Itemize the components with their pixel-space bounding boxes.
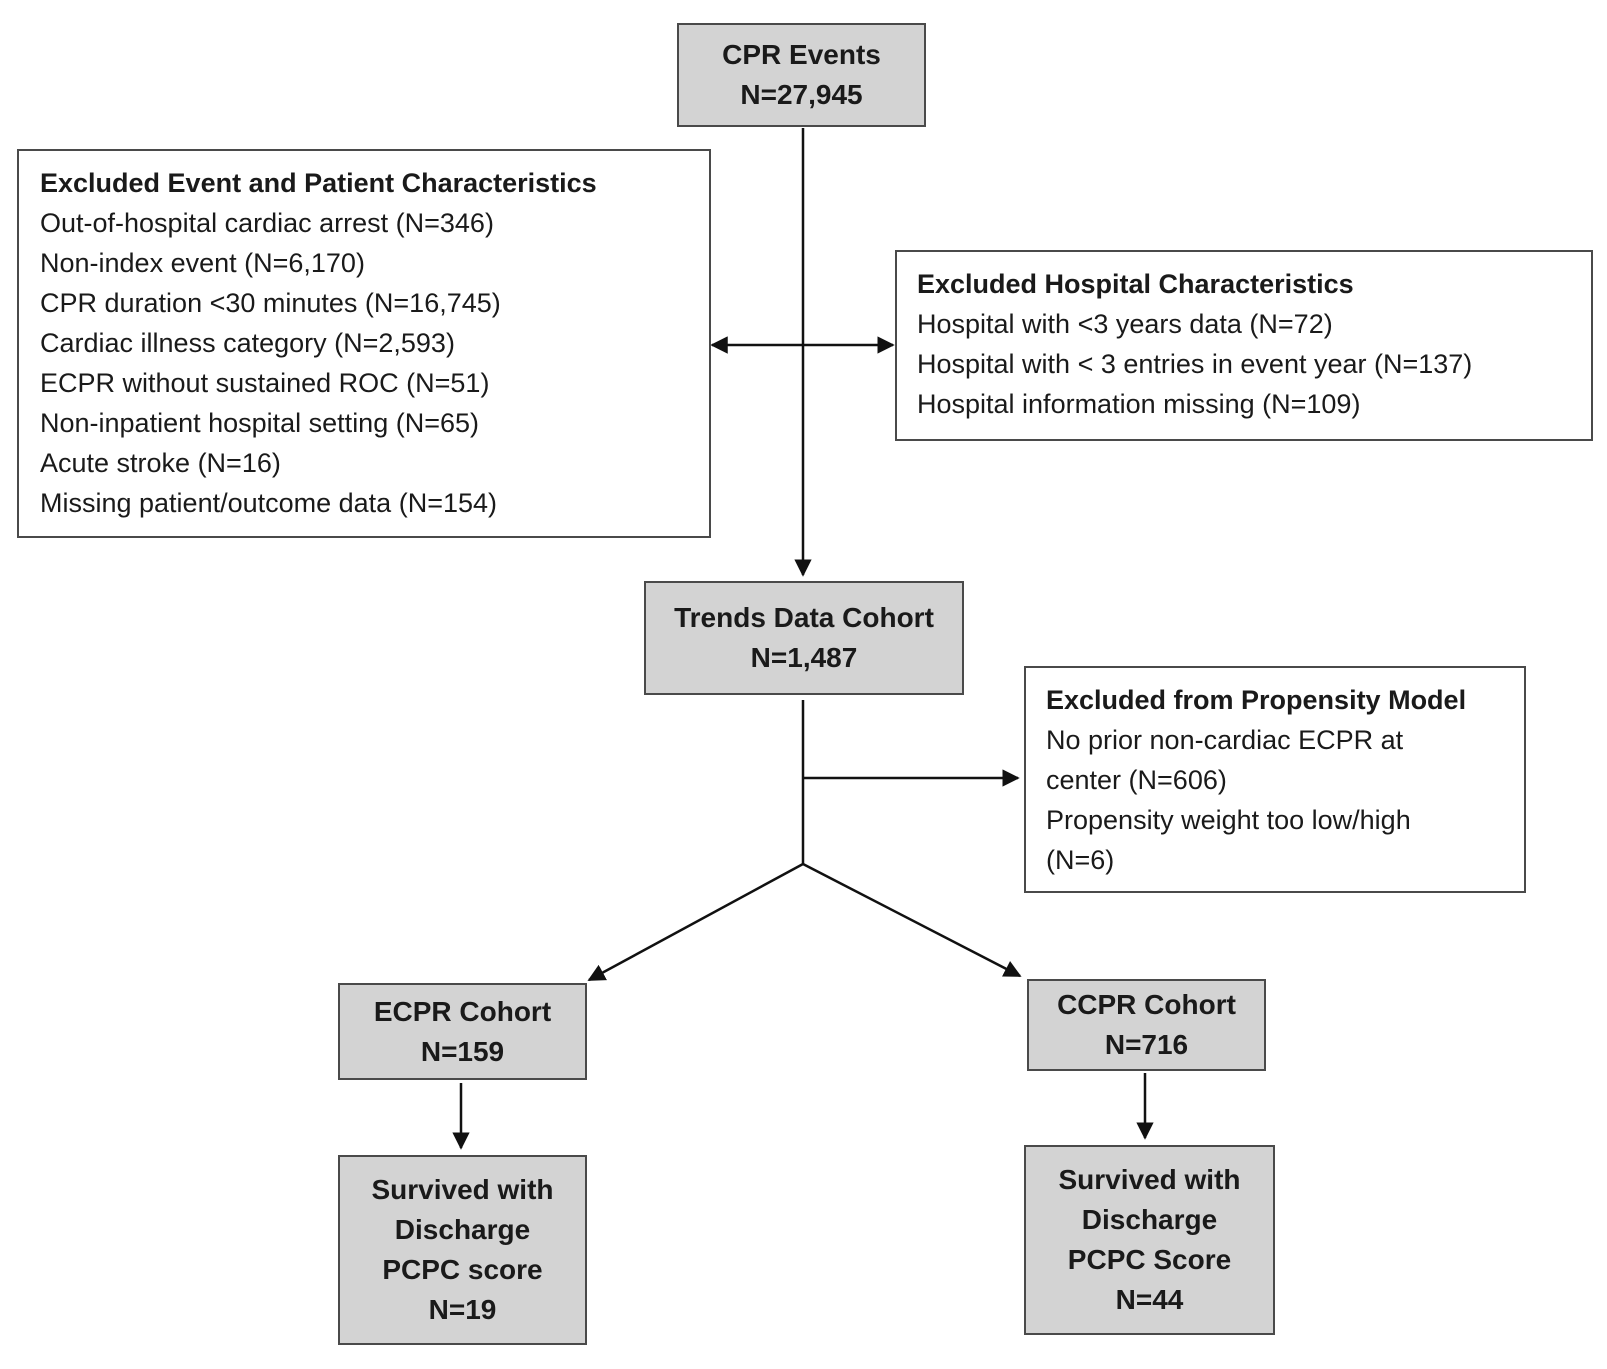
excluded-hospital-box: Excluded Hospital Characteristics Hospit… [895, 250, 1593, 441]
excluded-patient-item: Non-inpatient hospital setting (N=65) [40, 408, 480, 438]
excluded-patient-heading: Excluded Event and Patient Characteristi… [40, 168, 597, 198]
trends-cohort-box: Trends Data Cohort N=1,487 [644, 581, 964, 695]
ccpr-survived-box: Survived with Discharge PCPC Score N=44 [1024, 1145, 1275, 1335]
cpr-events-box: CPR Events N=27,945 [677, 23, 926, 127]
excluded-propensity-item: Propensity weight too low/high (N=6) [1046, 805, 1411, 875]
ccpr-survived-line: Survived with [1058, 1164, 1241, 1195]
ecpr-survived-line: PCPC score [382, 1254, 543, 1285]
arrow-to-ecpr [587, 862, 804, 982]
cpr-events-count: N=27,945 [740, 79, 863, 110]
excluded-patient-item: Acute stroke (N=16) [40, 448, 281, 478]
trends-cohort-title: Trends Data Cohort [674, 602, 934, 633]
ecpr-survived-line: Discharge [394, 1214, 531, 1245]
ecpr-survived-box: Survived with Discharge PCPC score N=19 [338, 1155, 587, 1345]
arrow-to-ccpr [802, 862, 1022, 978]
excluded-hospital-heading: Excluded Hospital Characteristics [917, 269, 1354, 299]
ccpr-cohort-count: N=716 [1104, 1029, 1189, 1060]
excluded-hospital-item: Hospital with <3 years data (N=72) [917, 309, 1333, 339]
ccpr-cohort-title: CCPR Cohort [1057, 989, 1236, 1020]
excluded-patient-item: Non-index event (N=6,170) [40, 248, 365, 278]
excluded-patient-box: Excluded Event and Patient Characteristi… [17, 149, 711, 538]
excluded-patient-item: ECPR without sustained ROC (N=51) [40, 368, 490, 398]
ecpr-cohort-box: ECPR Cohort N=159 [338, 983, 587, 1080]
excluded-propensity-item: No prior non-cardiac ECPR at center (N=6… [1046, 725, 1404, 795]
excluded-hospital-item: Hospital with < 3 entries in event year … [917, 349, 1473, 379]
ccpr-survived-count: N=44 [1115, 1284, 1184, 1315]
ccpr-cohort-box: CCPR Cohort N=716 [1027, 979, 1266, 1071]
ecpr-cohort-count: N=159 [420, 1035, 505, 1067]
ecpr-cohort-title: ECPR Cohort [373, 995, 552, 1027]
excluded-hospital-item: Hospital information missing (N=109) [917, 389, 1361, 419]
excluded-patient-item: CPR duration <30 minutes (N=16,745) [40, 288, 501, 318]
cpr-events-title: CPR Events [722, 39, 881, 70]
ecpr-survived-line: Survived with [371, 1174, 554, 1205]
excluded-patient-item: Cardiac illness category (N=2,593) [40, 328, 455, 358]
trends-cohort-count: N=1,487 [750, 642, 858, 673]
ccpr-survived-line: PCPC Score [1067, 1244, 1232, 1275]
ccpr-survived-line: Discharge [1081, 1204, 1218, 1235]
excluded-patient-item: Out-of-hospital cardiac arrest (N=346) [40, 208, 494, 238]
excluded-propensity-heading: Excluded from Propensity Model [1046, 685, 1467, 715]
excluded-patient-item: Missing patient/outcome data (N=154) [40, 488, 497, 518]
ecpr-survived-count: N=19 [428, 1294, 497, 1325]
excluded-propensity-box: Excluded from Propensity Model No prior … [1024, 666, 1526, 893]
